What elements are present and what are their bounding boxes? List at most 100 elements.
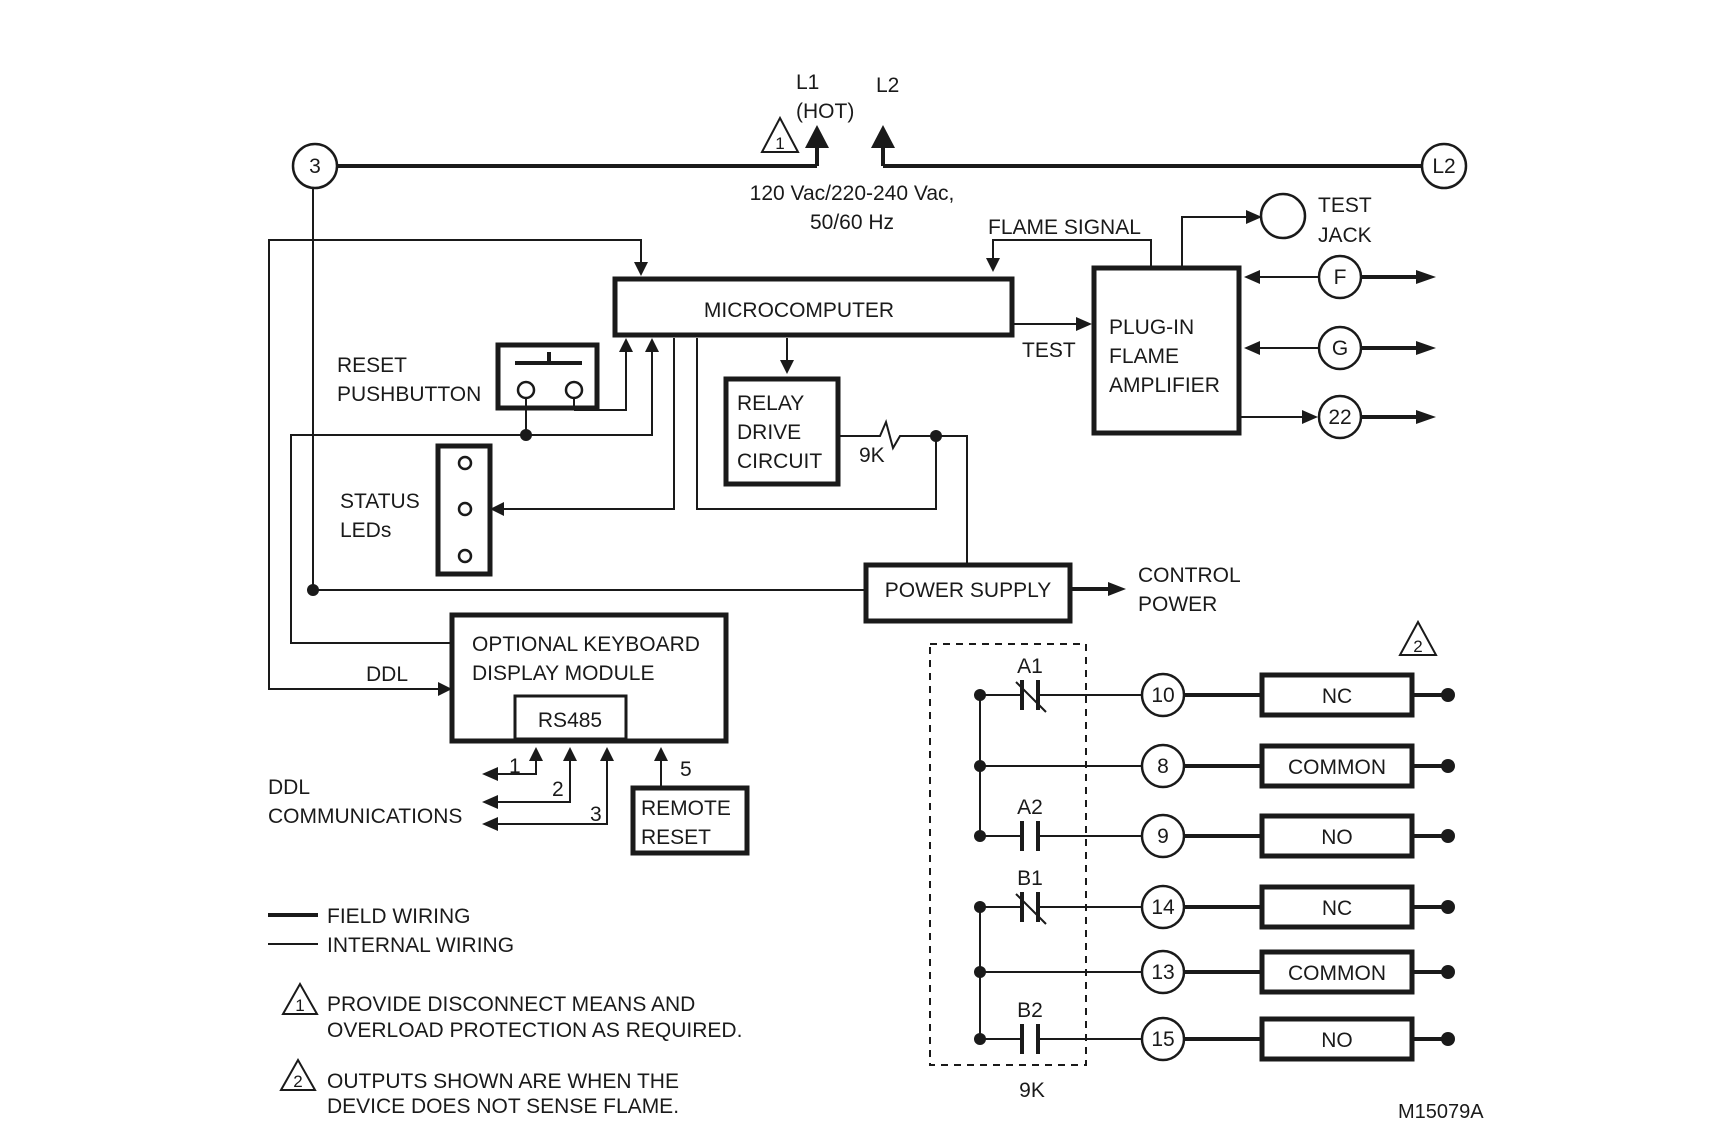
- svg-text:F: F: [1334, 266, 1347, 289]
- svg-text:CIRCUIT: CIRCUIT: [737, 450, 822, 473]
- note-1-line-2: OVERLOAD PROTECTION AS REQUIRED.: [327, 1019, 742, 1042]
- relay-output-dot: [1441, 759, 1455, 773]
- legend-field-wiring: FIELD WIRING: [327, 905, 471, 928]
- power-line: [338, 125, 1422, 168]
- relay-row: 8 COMMON: [974, 743, 1455, 789]
- svg-text:RESET: RESET: [641, 826, 711, 849]
- amp-terminal-22: 22: [1317, 394, 1363, 440]
- status-label-2: LEDs: [340, 519, 391, 542]
- status-leds: [435, 443, 493, 577]
- reset-label-1: RESET: [337, 354, 407, 377]
- relay-contact-label: B2: [1017, 999, 1043, 1022]
- svg-text:AMPLIFIER: AMPLIFIER: [1109, 374, 1220, 397]
- svg-text:1: 1: [775, 134, 784, 153]
- svg-text:1: 1: [295, 996, 304, 1015]
- svg-text:22: 22: [1328, 406, 1351, 429]
- svg-text:RELAY: RELAY: [737, 392, 804, 415]
- note-1-line-1: PROVIDE DISCONNECT MEANS AND: [327, 993, 695, 1016]
- status-label-1: STATUS: [340, 490, 420, 513]
- relay-contact-label: B1: [1017, 867, 1043, 890]
- relay-drive-block: RELAY DRIVE CIRCUIT: [723, 376, 841, 487]
- relay-output-label: NO: [1321, 826, 1353, 849]
- relay-output-label: COMMON: [1288, 962, 1386, 985]
- voltage-line-2: 50/60 Hz: [810, 211, 894, 234]
- relay-output-dot: [1441, 688, 1455, 702]
- svg-text:OPTIONAL KEYBOARD: OPTIONAL KEYBOARD: [472, 633, 700, 656]
- drawing-id: M15079A: [1398, 1101, 1484, 1123]
- relay-contact-label: A2: [1017, 796, 1043, 819]
- relay-row: B2 15 NO: [974, 999, 1455, 1062]
- test-jack-label-2: JACK: [1318, 224, 1372, 247]
- relay-output-label: COMMON: [1288, 756, 1386, 779]
- note-1-marker: 1: [760, 115, 800, 153]
- svg-text:FLAME: FLAME: [1109, 345, 1179, 368]
- relay-output-label: NO: [1321, 1029, 1353, 1052]
- test-label: TEST: [1022, 339, 1076, 362]
- relay-contacts-module: [929, 643, 1087, 1066]
- svg-text:2: 2: [1413, 637, 1422, 656]
- test-jack: [1259, 192, 1307, 240]
- voltage-line-1: 120 Vac/220-240 Vac,: [750, 182, 955, 205]
- relay-terminal-number: 13: [1151, 961, 1174, 984]
- flame-amplifier-block: PLUG-IN FLAME AMPLIFIER: [1091, 265, 1242, 436]
- l2-label: L2: [876, 74, 899, 97]
- relay-terminal-number: 15: [1151, 1028, 1174, 1051]
- note-2-line-1: OUTPUTS SHOWN ARE WHEN THE: [327, 1070, 679, 1093]
- relay-output-dot: [1441, 1032, 1455, 1046]
- relay-terminal-number: 8: [1157, 755, 1169, 778]
- relay-module-label: 9K: [1019, 1079, 1045, 1102]
- relay-row: A2 9 NO: [974, 796, 1455, 859]
- svg-text:3: 3: [309, 155, 321, 178]
- svg-text:MICROCOMPUTER: MICROCOMPUTER: [704, 299, 894, 322]
- control-power-label-2: POWER: [1138, 593, 1217, 616]
- relay-terminal-number: 14: [1151, 896, 1175, 919]
- relay-output-box: [1259, 1016, 1415, 1062]
- ddl-wire-1: 1: [509, 755, 521, 778]
- svg-text:DRIVE: DRIVE: [737, 421, 801, 444]
- svg-text:2: 2: [293, 1072, 302, 1091]
- terminal-3: 3: [291, 142, 339, 190]
- legend-internal-wiring: INTERNAL WIRING: [327, 934, 514, 957]
- control-power-label-1: CONTROL: [1138, 564, 1241, 587]
- relay-contact-label: A1: [1017, 655, 1043, 678]
- relay-row: 13 COMMON: [974, 949, 1455, 995]
- ddl-comms-label-2: COMMUNICATIONS: [268, 805, 462, 828]
- reset-pushbutton: [495, 342, 600, 435]
- ddl-label: DDL: [366, 663, 408, 686]
- svg-text:RS485: RS485: [538, 709, 602, 732]
- contact-slash: [1015, 893, 1047, 925]
- resistor-label: 9K: [859, 444, 885, 467]
- ddl-wire-2: 2: [552, 778, 564, 801]
- microcomputer-block: MICROCOMPUTER: [612, 276, 1015, 338]
- relay-output-box: [1259, 672, 1415, 718]
- keyboard-display-block: OPTIONAL KEYBOARD DISPLAY MODULE RS485: [449, 612, 729, 744]
- svg-text:POWER SUPPLY: POWER SUPPLY: [885, 579, 1051, 602]
- ddl-wire-3: 3: [590, 803, 602, 826]
- arrowheads: [438, 210, 1436, 831]
- flame-signal-label: FLAME SIGNAL: [988, 216, 1141, 239]
- power-supply-block: POWER SUPPLY: [863, 562, 1073, 624]
- relay-output-label: NC: [1322, 685, 1352, 708]
- note-2-marker: 2: [1398, 619, 1438, 656]
- relay-output-label: NC: [1322, 897, 1352, 920]
- amp-terminal-f: F: [1317, 254, 1363, 300]
- relay-terminal-number: 9: [1157, 825, 1169, 848]
- relay-output-dot: [1441, 965, 1455, 979]
- ddl-comms-label-1: DDL: [268, 776, 310, 799]
- svg-text:DISPLAY MODULE: DISPLAY MODULE: [472, 662, 654, 685]
- svg-text:REMOTE: REMOTE: [641, 797, 731, 820]
- svg-text:L2: L2: [1432, 155, 1455, 178]
- relay-terminal-number: 10: [1151, 684, 1174, 707]
- reset-label-2: PUSHBUTTON: [337, 383, 481, 406]
- l1-hot-label: (HOT): [796, 100, 854, 123]
- terminal-l2: L2: [1420, 142, 1468, 190]
- note-2-line-2: DEVICE DOES NOT SENSE FLAME.: [327, 1095, 679, 1118]
- relay-row: B1 14 NC: [974, 867, 1455, 930]
- relay-output-dot: [1441, 829, 1455, 843]
- relay-output-dot: [1441, 900, 1455, 914]
- remote-reset-block: REMOTE RESET: [630, 785, 750, 856]
- test-jack-label-1: TEST: [1318, 194, 1372, 217]
- svg-text:G: G: [1332, 337, 1348, 360]
